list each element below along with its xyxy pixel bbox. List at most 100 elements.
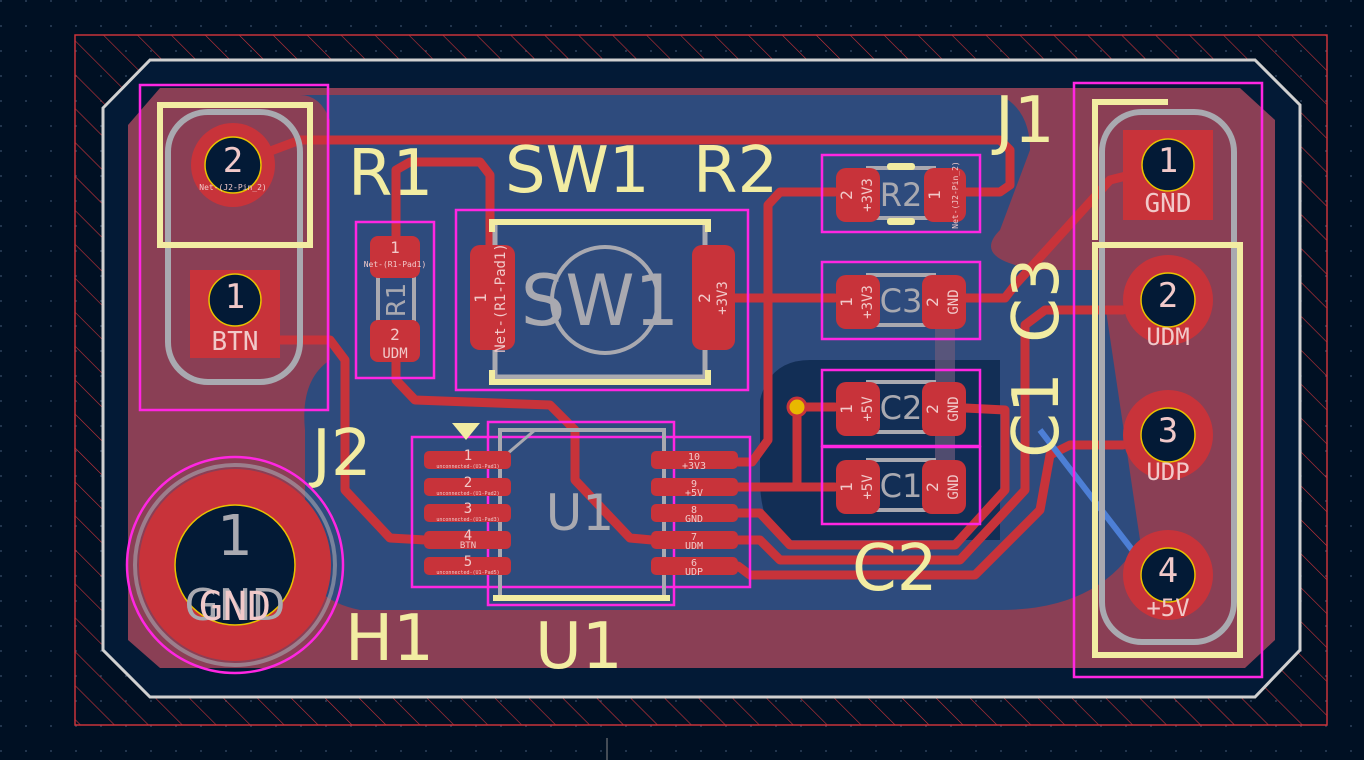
- svg-text:10: 10: [688, 452, 700, 463]
- svg-text:GND: GND: [946, 396, 962, 421]
- svg-text:C3: C3: [880, 282, 923, 320]
- pin1-marker: [452, 423, 480, 440]
- svg-text:1: 1: [471, 293, 490, 303]
- ref-c2: C2: [852, 532, 937, 606]
- svg-text:BTN: BTN: [460, 541, 476, 551]
- svg-text:SW1: SW1: [521, 260, 679, 342]
- footprint-j2[interactable]: 2 Net-(J2-Pin_2) 1 BTN J2: [138, 83, 372, 491]
- svg-text:UDP: UDP: [685, 567, 703, 578]
- footprint-r1[interactable]: 1 Net-(R1-Pad1) 2 UDM R1 R1: [348, 137, 436, 380]
- svg-text:4: 4: [1158, 551, 1178, 591]
- ref-h1: H1: [345, 602, 434, 676]
- svg-text:+3V3: +3V3: [860, 178, 876, 212]
- svg-text:BTN: BTN: [212, 327, 259, 357]
- footprint-h1[interactable]: 1 GND GND H1: [125, 455, 434, 676]
- svg-text:unconnected-(U1-Pad5): unconnected-(U1-Pad5): [436, 570, 499, 576]
- svg-text:UDP: UDP: [1146, 458, 1189, 486]
- svg-text:8: 8: [691, 505, 697, 516]
- svg-text:1: 1: [225, 277, 245, 317]
- svg-text:unconnected-(U1-Pad2): unconnected-(U1-Pad2): [436, 491, 499, 497]
- svg-text:2: 2: [390, 325, 400, 344]
- svg-text:5: 5: [464, 554, 472, 570]
- svg-text:1: 1: [390, 238, 400, 257]
- svg-text:2: 2: [223, 141, 243, 181]
- svg-text:3: 3: [464, 501, 472, 517]
- pad-r1-1[interactable]: [370, 236, 420, 278]
- svg-text:2: 2: [923, 482, 942, 492]
- svg-text:+5V: +5V: [860, 396, 876, 422]
- svg-text:+5V: +5V: [860, 474, 876, 500]
- svg-text:Net-(R1-Pad1): Net-(R1-Pad1): [493, 243, 509, 353]
- back-trace: [1037, 428, 1143, 562]
- ref-j2: J2: [308, 417, 372, 491]
- svg-text:2: 2: [837, 190, 856, 200]
- zone-outline-hatch: [74, 34, 1328, 726]
- ref-u1: U1: [535, 610, 623, 684]
- svg-text:7: 7: [691, 532, 697, 543]
- svg-text:GND: GND: [199, 584, 271, 630]
- pad-c2-1[interactable]: [836, 382, 880, 436]
- svg-text:+5V: +5V: [1146, 594, 1189, 622]
- svg-text:U1: U1: [546, 484, 614, 542]
- svg-text:1: 1: [464, 448, 472, 464]
- svg-text:+3V3: +3V3: [860, 285, 876, 319]
- pad-c3-2[interactable]: [922, 275, 966, 329]
- pad-c3-1[interactable]: [836, 275, 880, 329]
- footprint-c3[interactable]: 1 +3V3 2 GND C3 C3: [820, 257, 1074, 343]
- svg-text:C1: C1: [880, 467, 923, 505]
- svg-text:unconnected-(U1-Pad3): unconnected-(U1-Pad3): [436, 517, 499, 523]
- ref-r1: R1: [348, 137, 433, 211]
- pad-c2-2[interactable]: [922, 382, 966, 436]
- svg-text:9: 9: [691, 479, 697, 490]
- svg-text:6: 6: [691, 558, 697, 569]
- svg-text:UDM: UDM: [382, 346, 407, 362]
- svg-text:2: 2: [923, 404, 942, 414]
- pad-sw1-2[interactable]: [692, 245, 735, 350]
- svg-text:2: 2: [923, 297, 942, 307]
- svg-text:1: 1: [217, 504, 253, 569]
- footprint-r2[interactable]: 2 +3V3 1 Net-(J2-Pin_2) R2 R2: [693, 134, 982, 234]
- svg-text:2: 2: [695, 293, 714, 303]
- footprint-j1[interactable]: 1 GND 2 UDM 3 UDP 4 +5V J1: [991, 81, 1264, 679]
- svg-text:GND: GND: [1145, 189, 1192, 219]
- svg-text:1: 1: [837, 482, 856, 492]
- svg-text:2: 2: [1158, 276, 1178, 316]
- pad-sw1-1[interactable]: [470, 245, 515, 350]
- svg-text:GND: GND: [185, 580, 286, 631]
- footprint-sw1[interactable]: SW1 1 Net-(R1-Pad1) 2 +3V3 SW1: [454, 134, 750, 392]
- svg-text:Net-(J2-Pin_2): Net-(J2-Pin_2): [951, 161, 960, 228]
- svg-text:+5V: +5V: [685, 488, 703, 499]
- pad-r2-2[interactable]: [836, 168, 880, 222]
- svg-text:UDM: UDM: [1146, 323, 1189, 351]
- pad-r1-2[interactable]: [370, 320, 420, 362]
- ref-c3: C3: [1000, 257, 1074, 342]
- ref-sw1: SW1: [505, 134, 650, 208]
- svg-text:Net-(R1-Pad1): Net-(R1-Pad1): [364, 260, 427, 269]
- ref-c1: C1: [1000, 372, 1074, 457]
- pad-r2-1[interactable]: [924, 168, 966, 222]
- svg-text:GND: GND: [685, 514, 703, 525]
- ref-j1: J1: [991, 84, 1055, 158]
- svg-text:1: 1: [1158, 141, 1178, 181]
- pad-c1-1[interactable]: [836, 460, 880, 514]
- via[interactable]: [786, 396, 808, 418]
- footprint-c2[interactable]: 1 +5V 2 GND C2 C2: [820, 368, 982, 606]
- traces: [228, 135, 1143, 580]
- ref-r2: R2: [693, 134, 778, 208]
- svg-text:R2: R2: [880, 176, 923, 214]
- svg-text:R1: R1: [382, 283, 412, 318]
- svg-text:GND: GND: [946, 289, 962, 314]
- svg-text:UDM: UDM: [685, 541, 703, 552]
- svg-text:Net-(J2-Pin_2): Net-(J2-Pin_2): [199, 183, 266, 192]
- svg-text:3: 3: [1158, 411, 1178, 451]
- pad-c1-2[interactable]: [922, 460, 966, 514]
- svg-text:C2: C2: [880, 389, 923, 427]
- svg-text:+3V3: +3V3: [682, 461, 706, 472]
- footprint-c1[interactable]: 1 +5V 2 GND C1 C1: [820, 372, 1074, 526]
- svg-text:GND: GND: [946, 474, 962, 499]
- svg-text:2: 2: [464, 475, 472, 491]
